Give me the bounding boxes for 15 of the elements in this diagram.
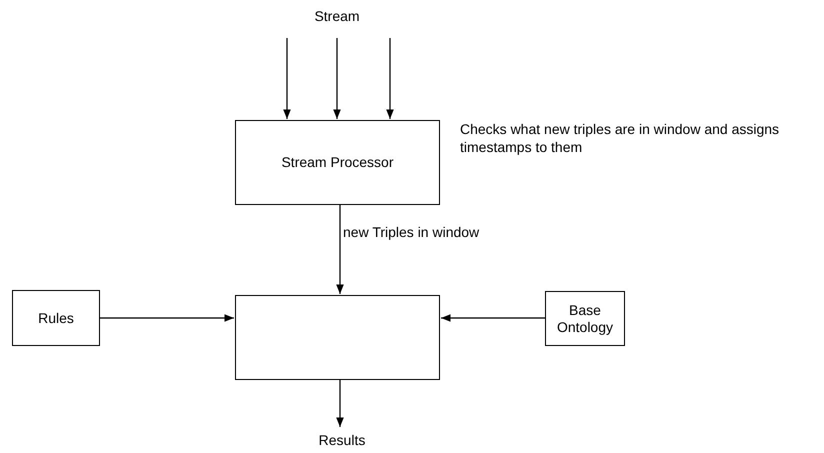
node-label: Results: [297, 428, 387, 452]
arrow: [336, 380, 344, 427]
process-box: Rules: [12, 290, 100, 346]
arrow: [333, 38, 341, 119]
arrow: [336, 205, 344, 294]
note-text: Checks what new triples are in window and assigns timestamps to them: [460, 120, 780, 156]
node-label: Stream: [297, 4, 377, 28]
arrow: [441, 314, 545, 322]
arrow: [100, 314, 234, 322]
arrow: [283, 38, 291, 119]
process-box: Stream Processor: [235, 120, 440, 205]
process-box: [235, 295, 440, 380]
arrow: [386, 38, 394, 119]
process-box: Base Ontology: [545, 291, 625, 346]
edge-label: new Triples in window: [343, 224, 480, 241]
